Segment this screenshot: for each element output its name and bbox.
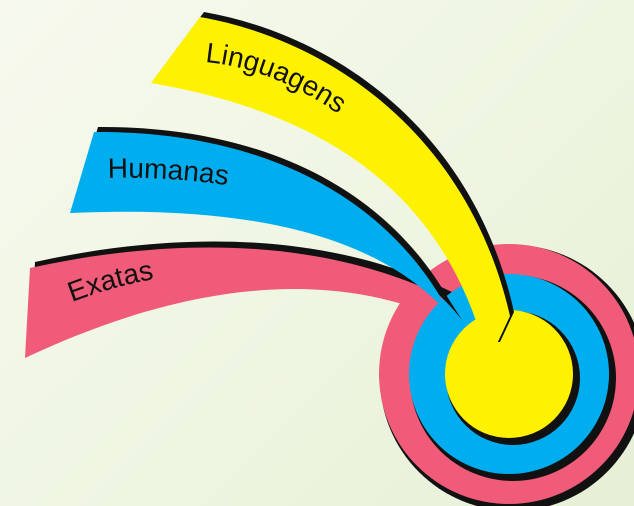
linguagens-disk-fill [445, 310, 573, 438]
linguagens-disk [445, 310, 580, 445]
